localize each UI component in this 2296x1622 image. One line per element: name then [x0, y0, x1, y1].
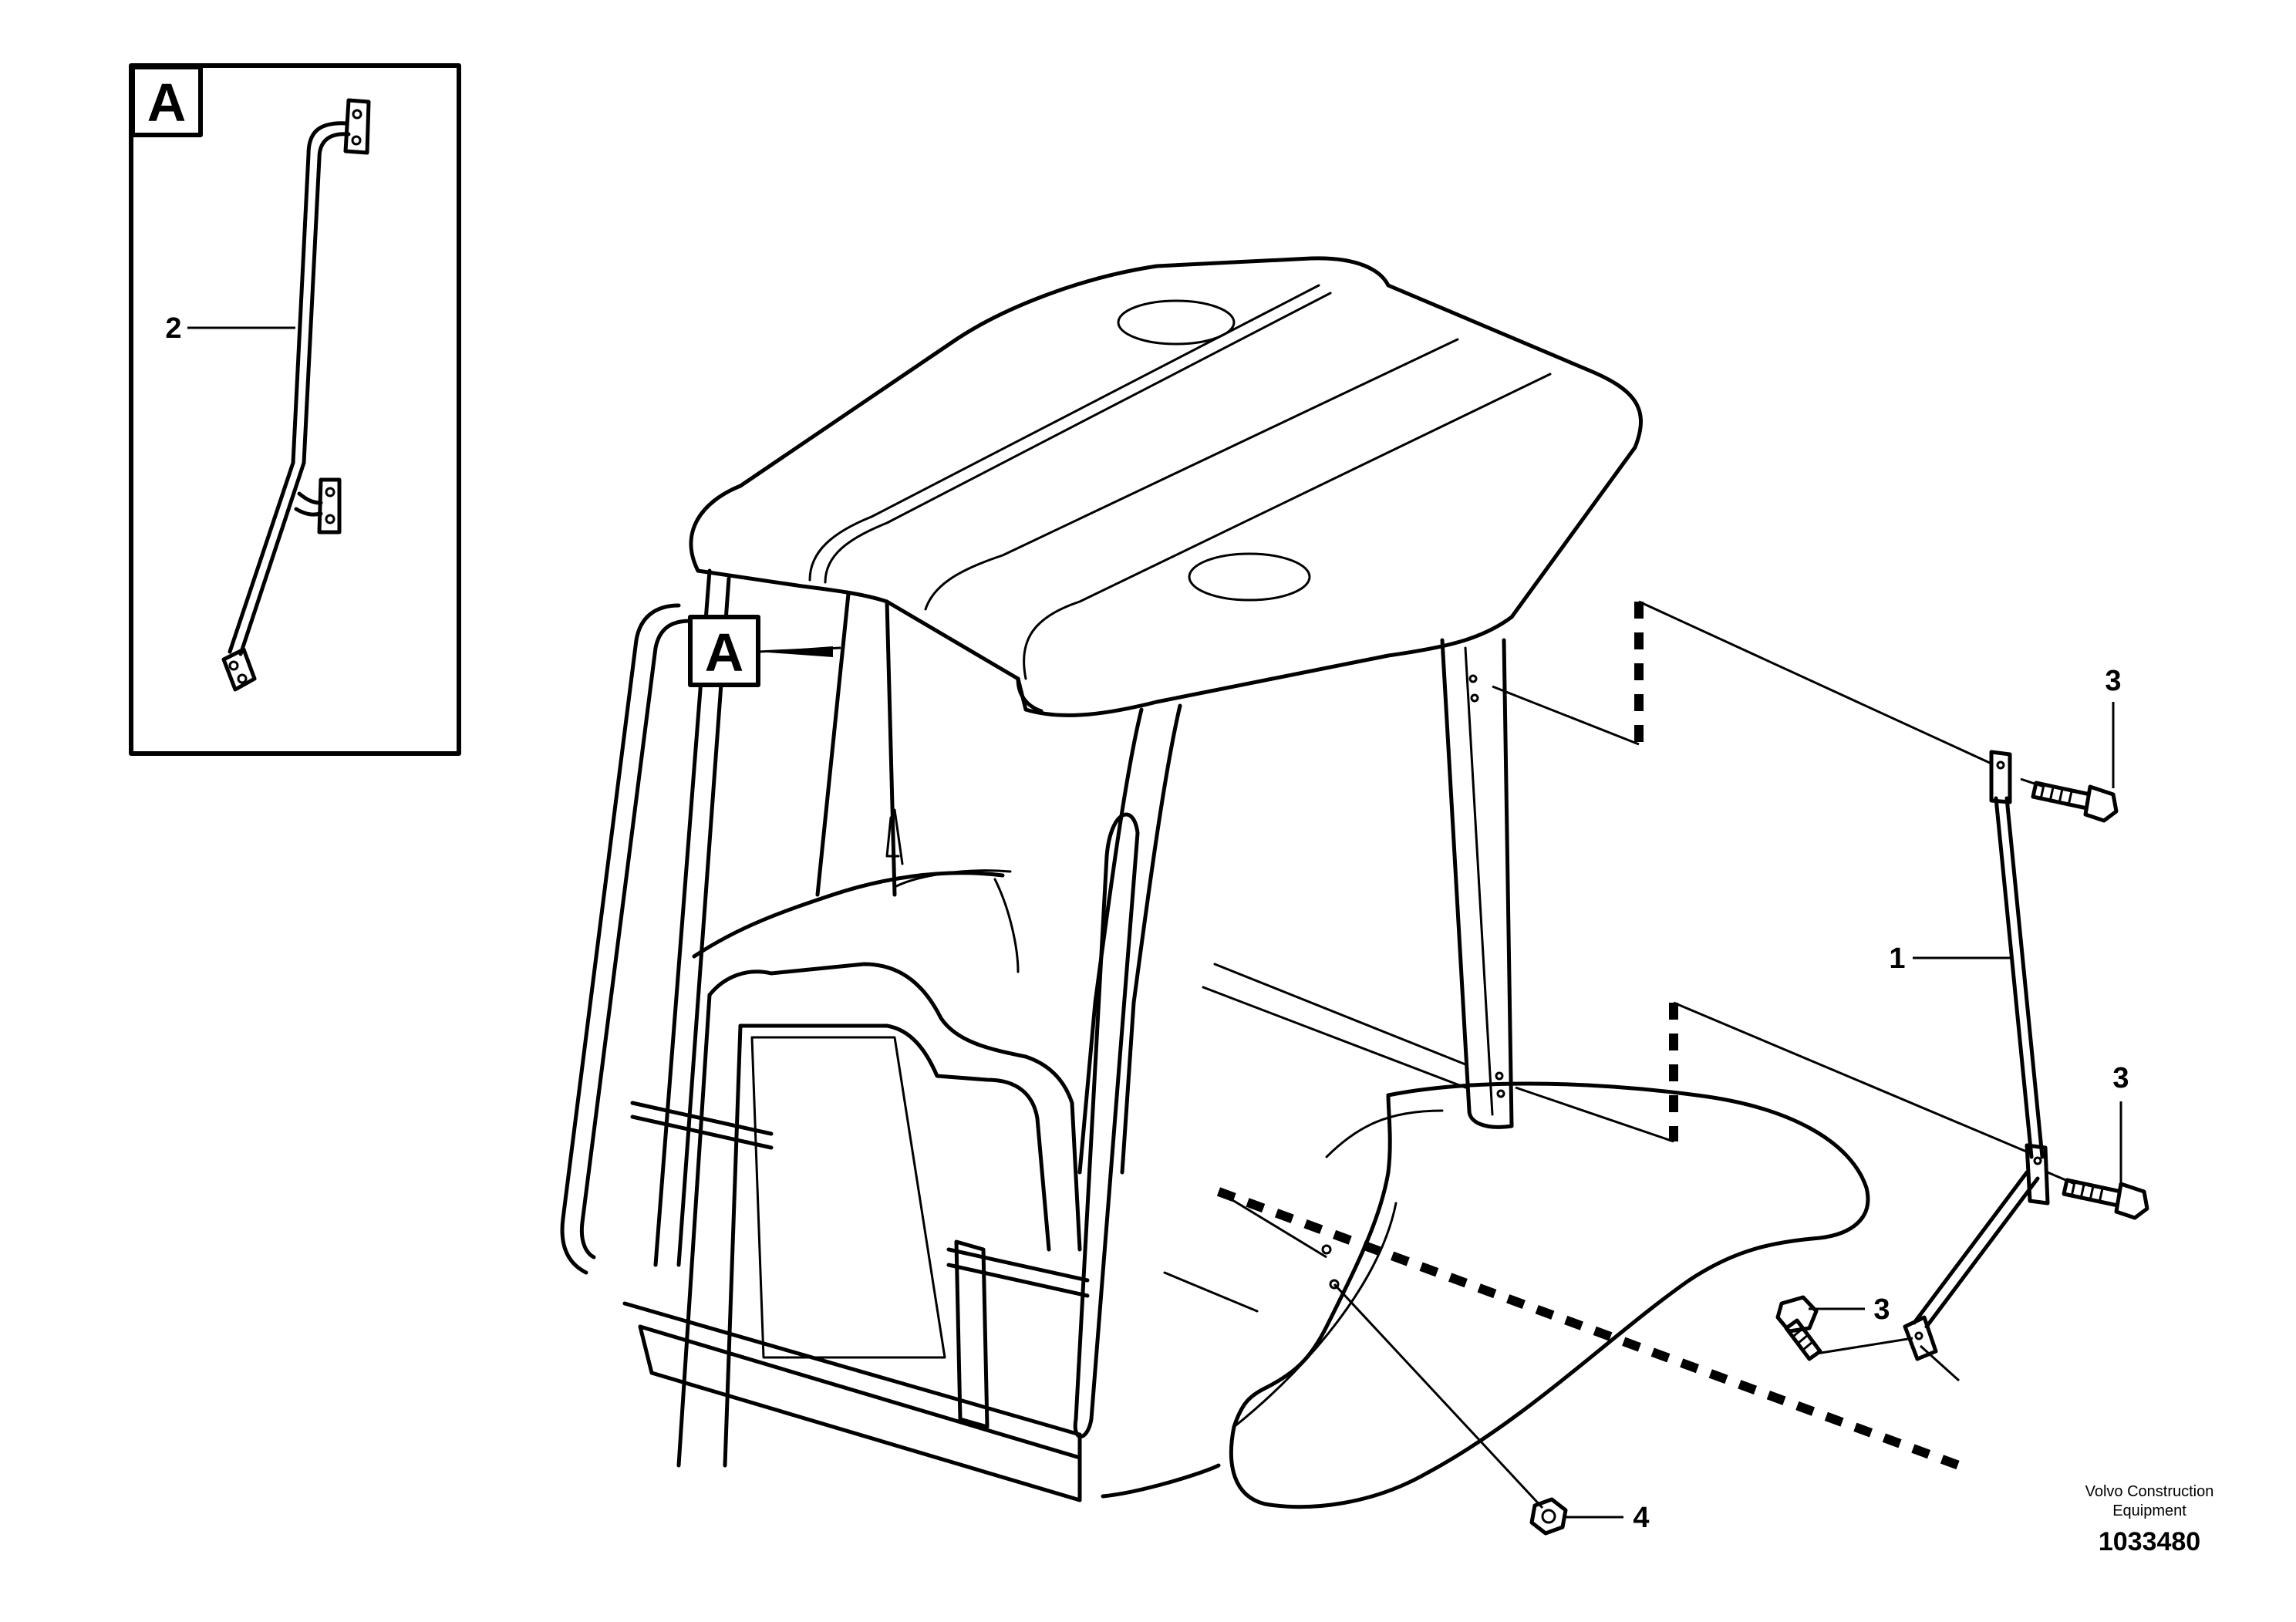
detail-view-frame: [129, 63, 461, 756]
roof-hatch-rear: [1117, 299, 1236, 346]
callout-3-mid: 3: [2112, 1062, 2129, 1094]
door-window: [750, 1036, 946, 1359]
view-marker-box: [688, 615, 760, 687]
handrail-part-2: [221, 98, 371, 692]
bolt-3-low: [1775, 1295, 1822, 1361]
callout-3-low: 3: [1873, 1293, 1890, 1326]
callout-1: 1: [1889, 943, 1905, 975]
detail-view-label: A: [147, 73, 187, 133]
nut-4: [1529, 1497, 1568, 1536]
rail-part-1: [1903, 750, 2050, 1361]
bolt-3-mid: [2062, 1178, 2149, 1220]
fender: [1229, 1081, 1870, 1509]
assembly-lines: [1216, 600, 2075, 1509]
cab-roof: [689, 256, 1643, 717]
cab-body: [560, 568, 1514, 1502]
callout-4: 4: [1633, 1502, 1649, 1534]
bolt-3-top: [2031, 781, 2119, 823]
cab-assembly: [560, 256, 1870, 1509]
brand-line-1: Volvo Construction: [2085, 1483, 2214, 1500]
roof-hatch-front: [1188, 552, 1311, 602]
detail-view-label-box: [130, 65, 203, 137]
drawing-number: 1033480: [2099, 1527, 2200, 1556]
callout-2: 2: [165, 312, 181, 345]
brand-line-2: Equipment: [2112, 1502, 2186, 1519]
title-block: Volvo Construction Equipment 1033480: [2085, 1483, 2214, 1556]
view-marker-a: A: [688, 615, 841, 687]
detail-view-a: A 2: [129, 63, 461, 756]
view-marker-label: A: [705, 622, 744, 683]
callout-group: 1 3 3 3 4: [1566, 665, 2129, 1534]
callout-3-top: 3: [2105, 665, 2121, 697]
